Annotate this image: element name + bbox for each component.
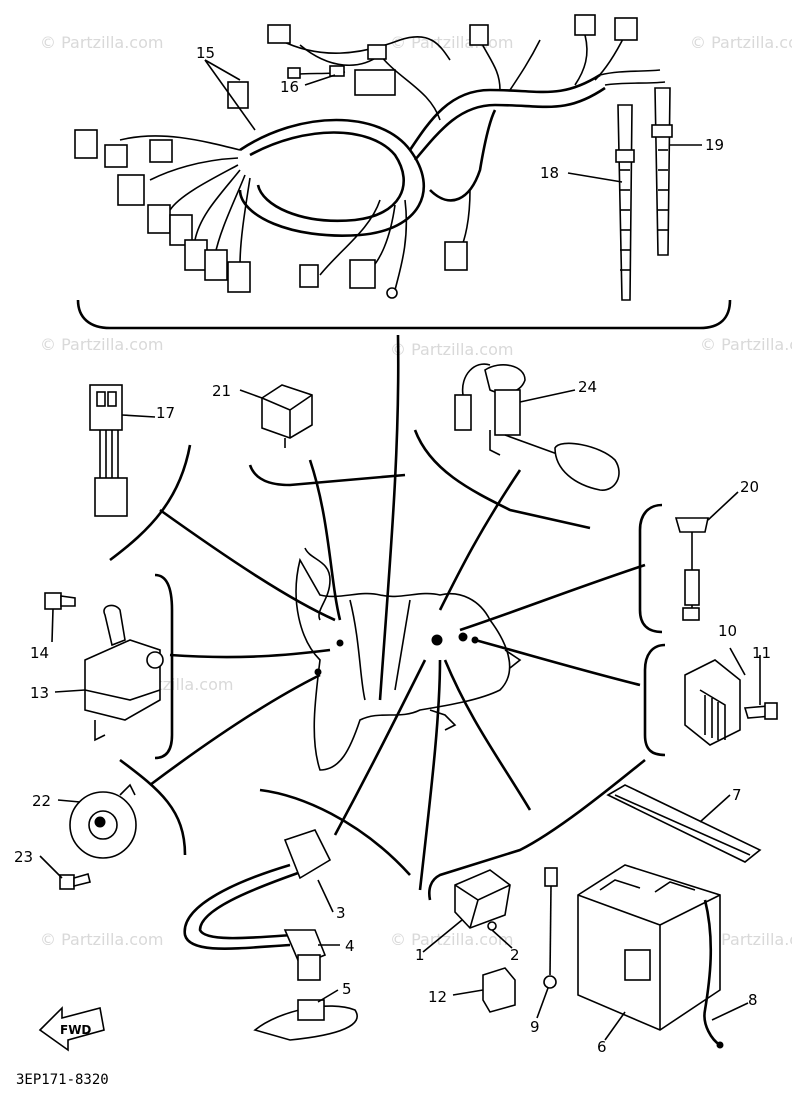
harness-connector <box>367 44 387 60</box>
watermark: © Partzilla.com <box>690 33 792 52</box>
group-brackets <box>109 429 666 901</box>
callout-4: 4 <box>345 937 355 955</box>
harness-connector <box>299 264 319 288</box>
part-13-main-switch <box>84 604 164 742</box>
callout-23: 23 <box>14 848 33 866</box>
callout-leaders <box>39 59 761 1041</box>
callout-10: 10 <box>718 622 737 640</box>
part-22-horn <box>69 783 137 859</box>
harness-connector <box>204 249 228 281</box>
harness-connector <box>444 241 468 271</box>
callout-21: 21 <box>212 382 231 400</box>
harness-connector <box>104 144 128 168</box>
part-20-sensor <box>674 517 709 621</box>
watermark: © Partzilla.com <box>40 930 163 949</box>
part-17-relay-lead <box>89 384 128 517</box>
harness-connector <box>614 17 638 41</box>
callout-20: 20 <box>740 478 759 496</box>
harness-connector <box>147 204 171 234</box>
harness-connector <box>354 69 396 96</box>
callout-3: 3 <box>336 904 346 922</box>
callout-14: 14 <box>30 644 49 662</box>
leader-lines <box>149 334 646 891</box>
harness-connector <box>574 14 596 36</box>
callout-15: 15 <box>196 44 215 62</box>
harness-connector <box>184 239 208 271</box>
ground-terminal <box>386 287 398 299</box>
callout-1: 1 <box>415 946 425 964</box>
band-18 <box>615 104 635 301</box>
harness-connector <box>74 129 98 159</box>
part-5-cover <box>253 999 358 1041</box>
harness-connector <box>349 259 376 289</box>
watermark: © Partzilla.com <box>390 33 513 52</box>
callout-9: 9 <box>530 1018 540 1036</box>
fwd-arrow: FWD <box>38 1006 105 1052</box>
harness-connector <box>227 81 249 109</box>
part-7-band <box>606 784 762 863</box>
watermark: © Partzilla.com <box>390 340 513 359</box>
watermark: © Partzilla.com <box>40 33 163 52</box>
part-21-relay <box>261 384 313 448</box>
callout-19: 19 <box>705 136 724 154</box>
callout-labels: 1 2 3 4 5 6 7 8 9 10 11 12 13 14 15 16 1… <box>14 44 771 1056</box>
part-11-bolt <box>743 702 778 720</box>
watermark: © Partzilla.com <box>390 930 513 949</box>
part-12-flasher <box>482 967 516 1013</box>
part-6-battery <box>577 864 721 1031</box>
watermark: © Partzilla.com <box>700 335 792 354</box>
callout-24: 24 <box>578 378 597 396</box>
callout-13: 13 <box>30 684 49 702</box>
wire-harness <box>74 14 666 299</box>
part-9-lead <box>543 867 558 989</box>
callout-16: 16 <box>280 78 299 96</box>
harness-connector <box>169 214 193 246</box>
callout-11: 11 <box>752 644 771 662</box>
part-23-bolt <box>59 873 91 890</box>
band-19 <box>651 87 673 256</box>
harness-connector <box>267 24 291 44</box>
watermark: © Partzilla.com <box>700 930 792 949</box>
part-3-ignition-coil <box>183 829 332 950</box>
harness-bracket <box>76 299 732 330</box>
callout-5: 5 <box>342 980 352 998</box>
watermark: © Partzilla.com <box>40 335 163 354</box>
callout-22: 22 <box>32 792 51 810</box>
part-14-screw <box>44 592 76 610</box>
harness-connector <box>117 174 145 206</box>
callout-12: 12 <box>428 988 447 1006</box>
callout-6: 6 <box>597 1038 607 1056</box>
callout-7: 7 <box>732 786 742 804</box>
scooter-frame <box>295 547 522 771</box>
part-10-rectifier <box>684 647 746 746</box>
fwd-label: FWD <box>60 1023 91 1037</box>
part-8-lead <box>703 899 724 1049</box>
diagram-code: 3EP171-8320 <box>16 1072 109 1088</box>
harness-connector <box>469 24 489 46</box>
part-4-plug-cap <box>283 929 327 981</box>
harness-connector <box>149 139 173 163</box>
callout-18: 18 <box>540 164 559 182</box>
part-24-fuel-sender <box>454 363 620 491</box>
harness-connector <box>227 261 251 293</box>
callout-2: 2 <box>510 946 520 964</box>
part-1-relay-unit <box>454 869 511 931</box>
callout-8: 8 <box>748 991 758 1009</box>
callout-17: 17 <box>156 404 175 422</box>
